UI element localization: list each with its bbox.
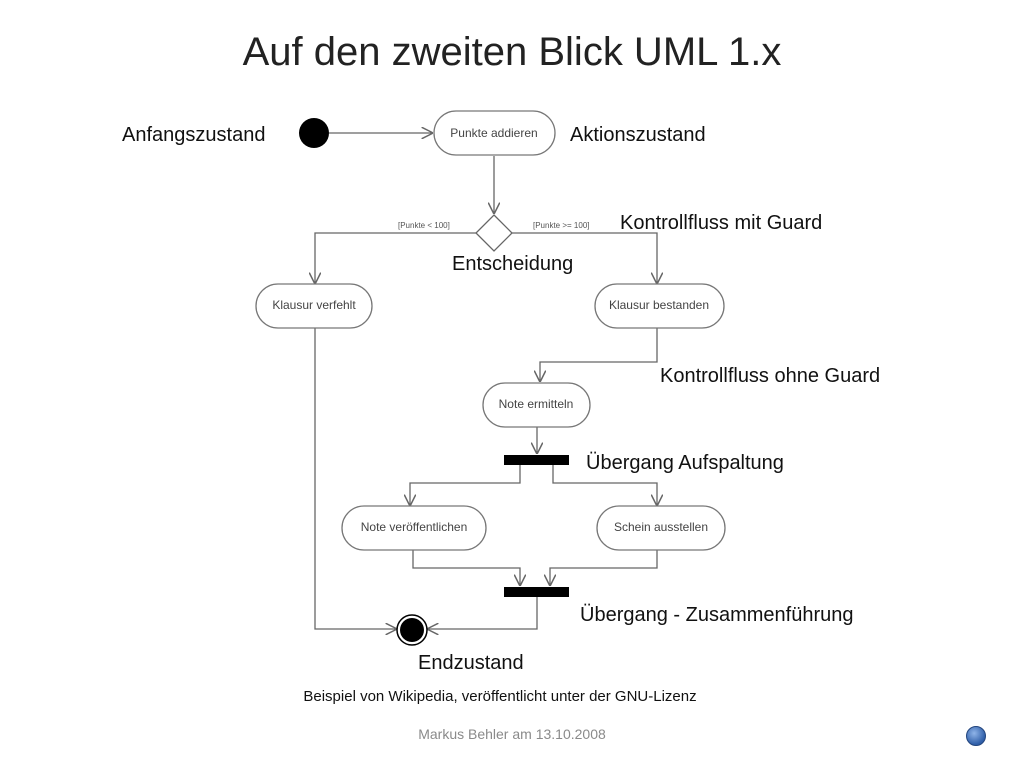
final-state xyxy=(396,614,428,646)
action-label: Note ermitteln xyxy=(499,397,574,411)
initial-state xyxy=(299,118,329,148)
decision-node xyxy=(475,214,513,252)
label-kontrollfluss-ohne-guard: Kontrollfluss ohne Guard xyxy=(660,365,880,387)
join-bar xyxy=(504,587,569,597)
action-label: Note veröffentlichen xyxy=(361,520,468,534)
label-anfangszustand: Anfangszustand xyxy=(122,124,265,146)
flow-decision-right xyxy=(512,232,657,283)
flow-join-to-end xyxy=(428,597,538,629)
action-klausur-verfehlt: Klausur verfehlt xyxy=(255,283,373,329)
action-note-veroeffentlichen: Note veröffentlichen xyxy=(341,505,487,551)
nav-circle-icon[interactable] xyxy=(966,726,986,746)
flow-veroeffentlichen-to-join xyxy=(412,548,520,585)
action-punkte-addieren: Punkte addieren xyxy=(433,110,556,156)
flow-verfehlt-to-end xyxy=(314,328,396,629)
label-uebergang-aufspaltung: Übergang Aufspaltung xyxy=(586,452,784,474)
flow-fork-right xyxy=(552,465,657,505)
action-label: Klausur bestanden xyxy=(609,298,709,312)
label-entscheidung: Entscheidung xyxy=(452,253,573,275)
action-schein-ausstellen: Schein ausstellen xyxy=(596,505,726,551)
flow-decision-left xyxy=(315,232,477,283)
slide-footer: Markus Behler am 13.10.2008 xyxy=(418,726,606,742)
action-label: Schein ausstellen xyxy=(614,520,708,534)
action-note-ermitteln: Note ermitteln xyxy=(482,382,591,428)
flow-fork-left xyxy=(410,465,521,505)
action-klausur-bestanden: Klausur bestanden xyxy=(594,283,725,329)
guard-right-label: [Punkte >= 100] xyxy=(533,221,590,230)
label-kontrollfluss-mit-guard: Kontrollfluss mit Guard xyxy=(620,212,822,234)
flow-schein-to-join xyxy=(550,548,658,585)
guard-left-label: [Punkte < 100] xyxy=(398,221,450,230)
label-endzustand: Endzustand xyxy=(418,652,524,674)
label-aktionszustand: Aktionszustand xyxy=(570,124,706,146)
action-label: Punkte addieren xyxy=(450,126,537,140)
flow-bestanden-to-note xyxy=(540,328,658,381)
slide-caption: Beispiel von Wikipedia, veröffentlicht u… xyxy=(303,688,697,705)
slide-title: Auf den zweiten Blick UML 1.x xyxy=(242,30,782,74)
action-label: Klausur verfehlt xyxy=(272,298,356,312)
fork-bar xyxy=(504,455,569,465)
label-uebergang-zusammenfuehrung: Übergang - Zusammenführung xyxy=(580,604,853,626)
